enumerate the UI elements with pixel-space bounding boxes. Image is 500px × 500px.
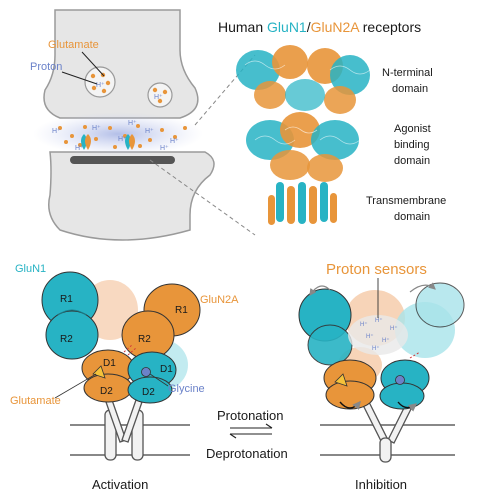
structure-panel: Human GluN1/GluN2A receptors	[218, 19, 446, 225]
state-transition: Protonation Deprotonation	[206, 408, 288, 461]
proton-sensor-zone	[348, 315, 408, 355]
lobe-label: D2	[142, 387, 155, 398]
svg-text:H⁺: H⁺	[382, 337, 390, 344]
svg-text:H⁺: H⁺	[372, 345, 380, 352]
svg-text:binding: binding	[394, 139, 429, 151]
synaptic-cleft-glow	[33, 112, 203, 156]
svg-text:H⁺: H⁺	[170, 138, 179, 145]
svg-text:H⁺: H⁺	[145, 128, 154, 135]
svg-text:H⁺: H⁺	[92, 125, 101, 132]
lobe-label: D2	[100, 386, 113, 397]
svg-text:H⁺: H⁺	[375, 317, 383, 324]
svg-text:H⁺: H⁺	[160, 145, 169, 152]
svg-text:domain: domain	[392, 83, 428, 95]
lobe-label: D1	[160, 364, 173, 375]
label-agonist-binding: Agonist	[394, 123, 431, 135]
lobe-label: D1	[103, 358, 116, 369]
inhibition-label: Inhibition	[355, 477, 407, 492]
protein-structure	[236, 45, 371, 225]
lobe-label: R2	[138, 334, 151, 345]
vesicle-proton: H⁺	[154, 94, 163, 101]
membrane-receptor	[81, 134, 91, 150]
svg-text:domain: domain	[394, 211, 430, 223]
postsynaptic-density	[70, 156, 175, 164]
glycine-label: Glycine	[168, 383, 205, 395]
receptor-activation: R1 R2 R1 R2 D1 D2 D1 D2 GluN1 GluN2A Glu…	[10, 263, 239, 492]
glun1-r2-lobe	[307, 324, 353, 366]
vesicle-proton: H⁺	[96, 82, 105, 89]
glun2a-label: GluN2A	[200, 294, 239, 306]
lobe-label: R2	[60, 334, 73, 345]
zoom-line	[149, 159, 256, 236]
svg-text:domain: domain	[394, 155, 430, 167]
proton-sensors-label: Proton sensors	[326, 261, 427, 278]
glutamate-ligand	[334, 373, 348, 387]
cleft-glutamate-dots	[58, 124, 187, 149]
glycine-pointer	[149, 373, 169, 387]
domain-labels: N-terminal domain Agonist binding domain…	[366, 67, 446, 223]
svg-text:H⁺: H⁺	[390, 325, 398, 332]
glutamate-pointer	[54, 373, 97, 399]
protonation-label: Protonation	[217, 408, 284, 423]
postsynaptic-terminal	[48, 151, 215, 241]
zoom-line	[194, 54, 256, 126]
vesicle-glutamate-dots	[90, 72, 168, 104]
panel-title: Human GluN1/GluN2A receptors	[218, 19, 421, 35]
svg-text:H⁺: H⁺	[360, 321, 368, 328]
proton-pointer	[61, 71, 98, 85]
presynaptic-terminal	[43, 9, 199, 119]
synapse-panel: H⁺ H⁺ H⁺ H⁺ H⁺ H⁺ H⁺ H⁺ H⁺ H⁺	[30, 9, 256, 241]
svg-text:H⁺: H⁺	[118, 136, 127, 143]
lobe-label: R1	[175, 305, 188, 316]
receptor-inhibition: H⁺ H⁺ H⁺ H⁺ H⁺ H⁺ Proton sensors Inhibit…	[298, 261, 465, 492]
glycine-ligand	[141, 367, 151, 377]
glun1-label: GluN1	[15, 263, 46, 275]
glun1-d2-lobe	[127, 376, 173, 404]
glutamate-label: Glutamate	[10, 395, 61, 407]
lobe-label: R1	[60, 294, 73, 305]
label-transmembrane: Transmembrane	[366, 195, 446, 207]
glycine-ligand	[395, 375, 405, 385]
glutamate-pointer	[81, 51, 105, 77]
deprotonation-label: Deprotonation	[206, 446, 288, 461]
activation-label: Activation	[92, 477, 148, 492]
svg-text:H⁺: H⁺	[75, 145, 84, 152]
membrane-receptor	[125, 134, 135, 150]
svg-text:H⁺: H⁺	[128, 120, 137, 127]
glun2a-d2-lobe	[325, 380, 375, 410]
sensor-protons: H⁺ H⁺ H⁺ H⁺ H⁺ H⁺	[360, 317, 398, 352]
label-n-terminal: N-terminal	[382, 67, 433, 79]
synapse-glutamate-label: Glutamate	[48, 39, 99, 51]
glutamate-ligand	[92, 365, 106, 379]
svg-text:H⁺: H⁺	[366, 333, 374, 340]
tmd-helices	[361, 399, 415, 463]
tmd-helices	[104, 399, 144, 461]
svg-text:H⁺: H⁺	[52, 128, 61, 135]
cleft-protons: H⁺ H⁺ H⁺ H⁺ H⁺ H⁺ H⁺ H⁺	[52, 120, 179, 152]
glun1-r2-lobe	[45, 310, 99, 360]
synapse-proton-label: Proton	[30, 61, 62, 73]
